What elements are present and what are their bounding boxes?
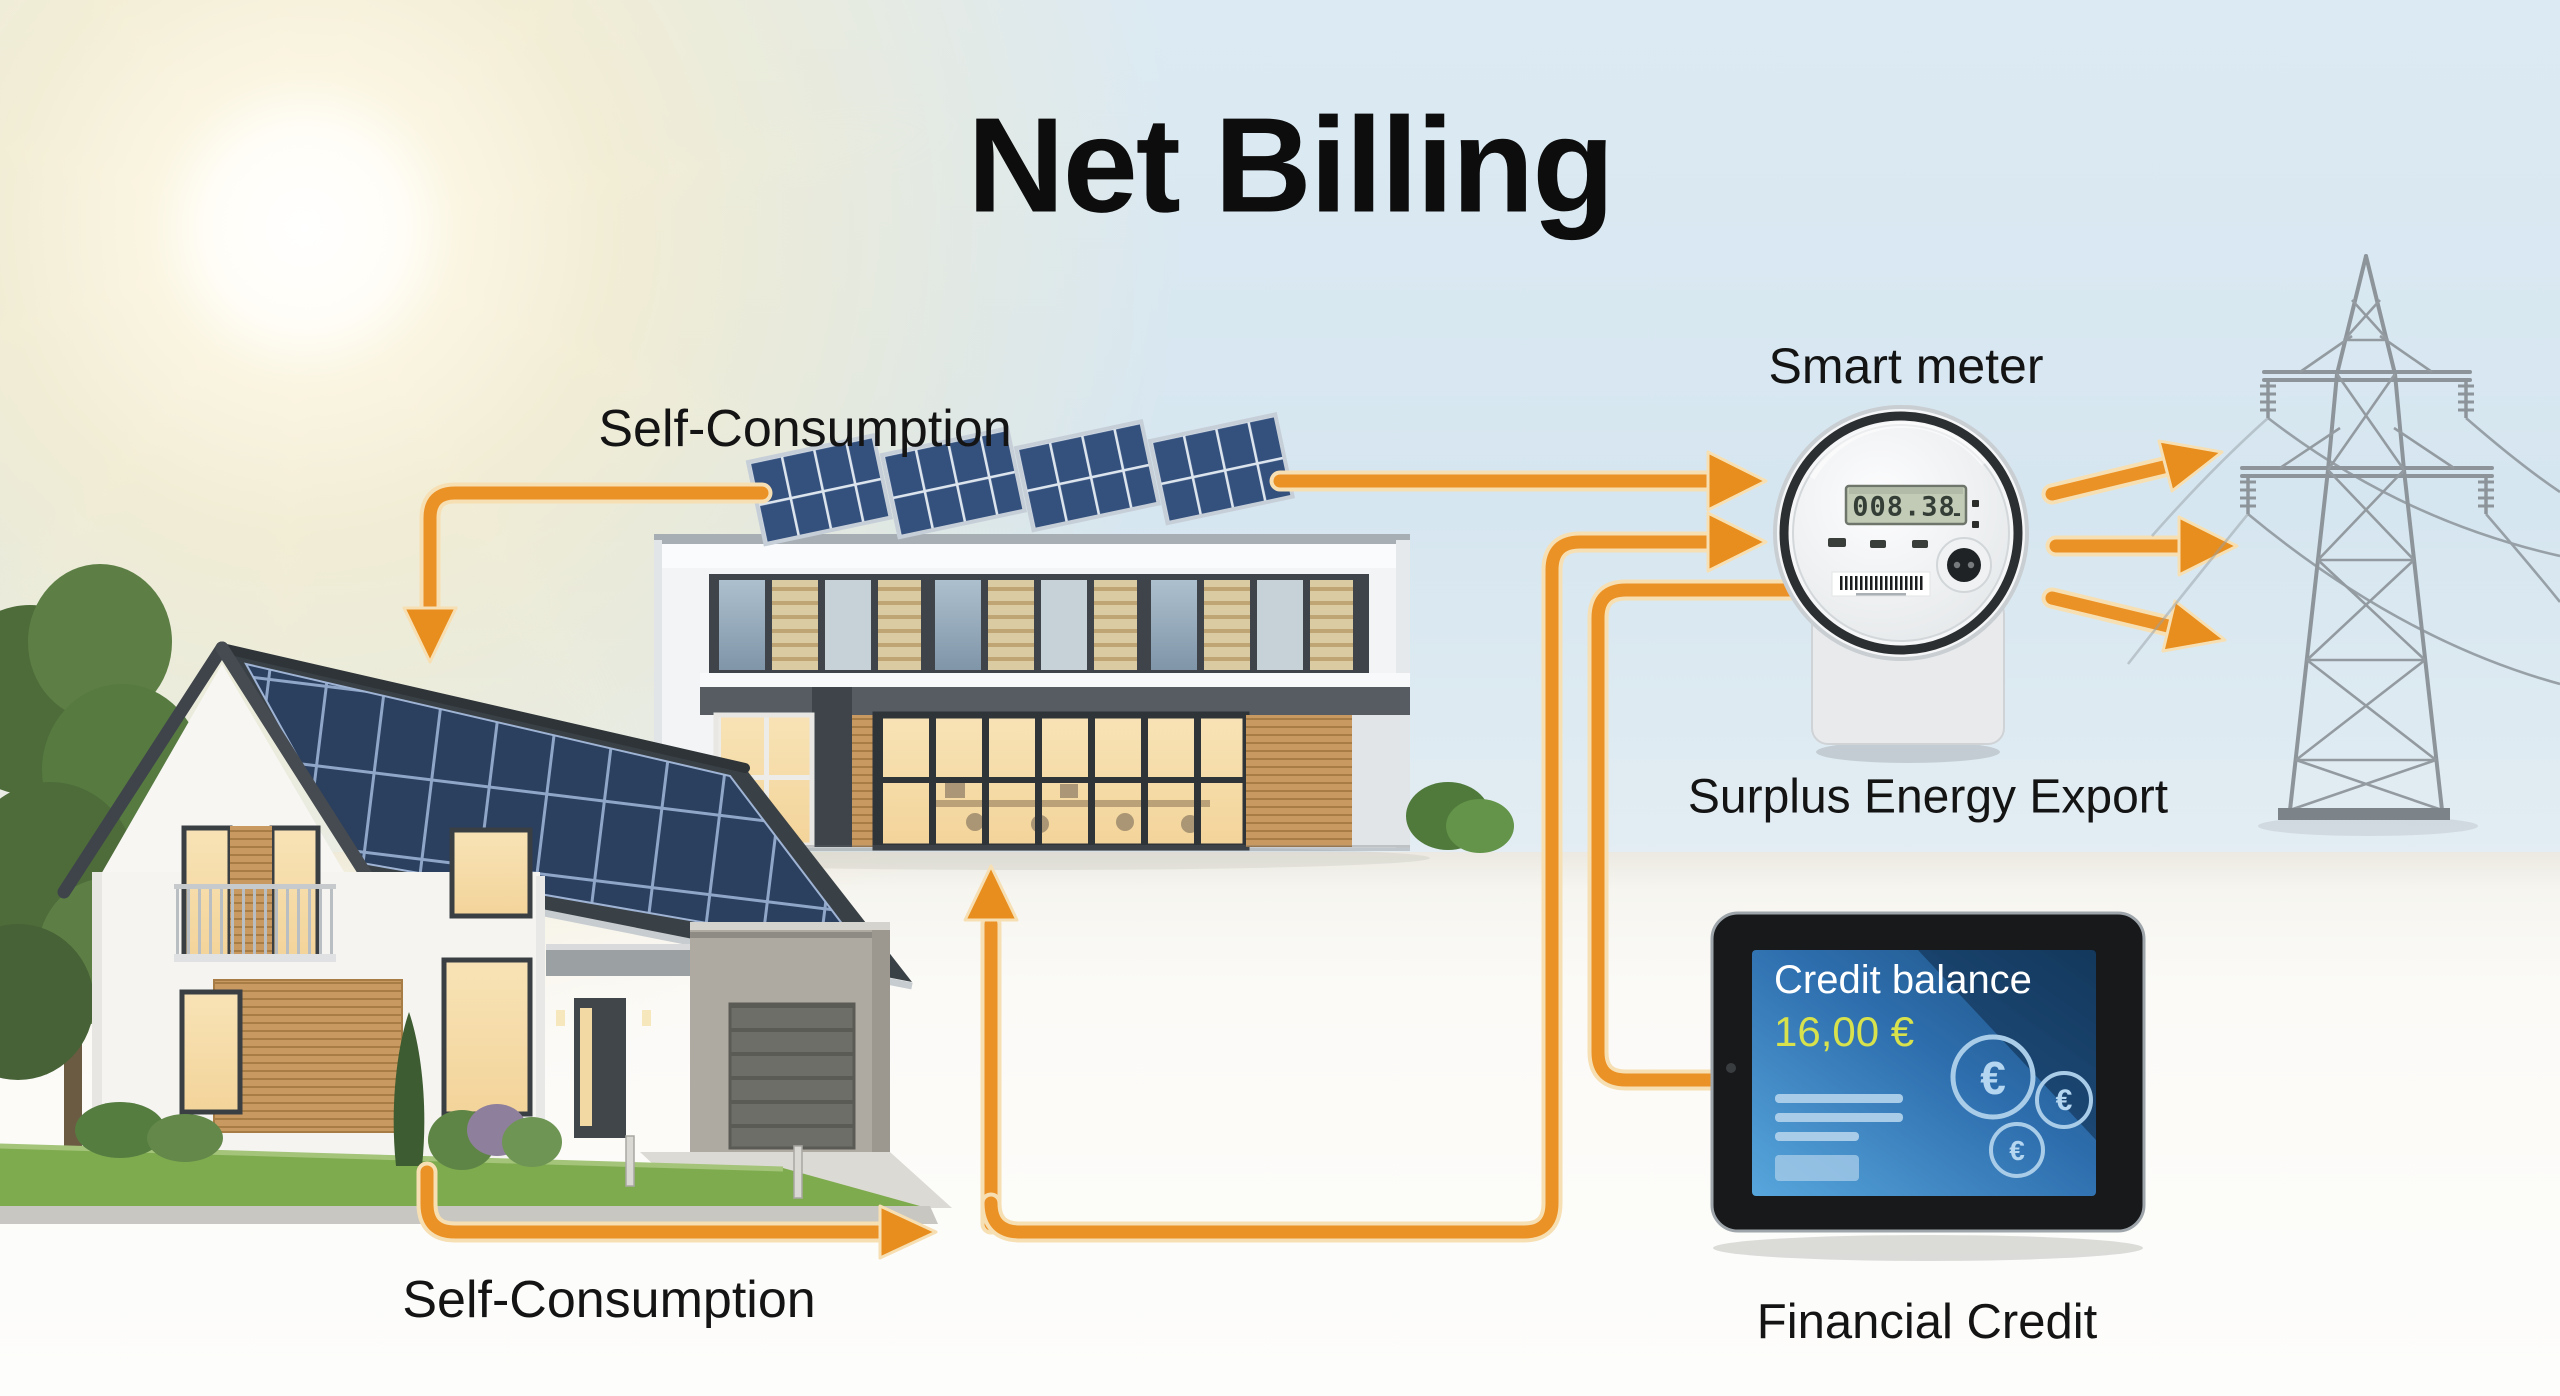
label-surplus-energy-export: Surplus Energy Export — [1687, 770, 2169, 824]
tablet-device — [1710, 911, 2146, 1261]
house-window — [179, 989, 243, 1115]
house-window — [449, 827, 533, 919]
power-tower — [2126, 254, 2560, 836]
euro-coin-icon: € — [1980, 1052, 2006, 1104]
building-upper-windows — [712, 577, 1366, 673]
insulators — [2240, 380, 2494, 514]
label-self-consumption-top: Self-Consumption — [598, 400, 1012, 458]
meter-socket — [1936, 537, 1992, 593]
conifer — [393, 1012, 425, 1166]
solar-array-icon — [1013, 419, 1162, 533]
arrow-export-bottom — [2041, 587, 2227, 653]
meter-indicators — [1828, 538, 1928, 548]
energy-flow-arrows — [402, 439, 2239, 1260]
line-meter-to-tablet — [1587, 579, 1811, 1091]
euro-coin-icon: € — [2055, 1084, 2073, 1117]
balcony-railing — [176, 886, 334, 956]
tablet-camera — [1726, 1063, 1736, 1073]
bush — [1446, 799, 1514, 853]
euro-coin-icons — [1950, 1034, 2093, 1178]
curb — [0, 1206, 938, 1224]
building-wood-facade — [1246, 715, 1352, 847]
house-balcony-windows — [174, 825, 336, 962]
label-smart-meter: Smart meter — [1768, 338, 2044, 394]
bush — [502, 1117, 562, 1167]
bollard-light — [625, 1135, 635, 1187]
meter-reading: 008.38 — [1852, 491, 1956, 523]
solar-array-icon — [879, 426, 1028, 540]
arrow-self-consumption-top — [402, 482, 773, 664]
grass — [0, 1145, 920, 1206]
house-wood-facade — [213, 979, 403, 1133]
meter-minus-indicator: - — [1953, 500, 1961, 527]
meter-lcd — [1844, 484, 1968, 526]
house-illustration — [0, 564, 952, 1224]
arrow-surplus-to-meter — [980, 511, 1768, 1243]
page-title: Net Billing — [967, 89, 1614, 241]
bollard-light — [793, 1145, 803, 1199]
euro-coin-icon: € — [2009, 1135, 2025, 1166]
house-window — [441, 957, 533, 1117]
tablet-credit-title: Credit balance — [1774, 958, 2032, 1002]
arrow-export-middle — [2045, 515, 2239, 577]
bush — [75, 1102, 165, 1158]
arrow-building-to-meter — [1269, 450, 1768, 512]
arrow-house-to-building — [963, 864, 1019, 1235]
garage — [690, 922, 890, 1152]
tablet-balance-value: 16,00 € — [1774, 1008, 1915, 1055]
arrow-house-self-consumption — [416, 1161, 938, 1260]
house-entrance — [546, 944, 696, 1190]
tablet-text-bars — [1775, 1094, 1903, 1181]
label-financial-credit: Financial Credit — [1756, 1295, 2098, 1349]
bush — [147, 1114, 223, 1162]
garage-door — [730, 1004, 854, 1148]
smart-meter-device — [1773, 405, 2029, 763]
arrow-export-top — [2041, 439, 2224, 505]
building-solar-arrays — [745, 412, 1296, 547]
downpipe — [536, 876, 545, 1148]
solar-array-icon — [1147, 412, 1296, 526]
meter-barcode — [1831, 571, 1931, 597]
label-self-consumption-bottom: Self-Consumption — [402, 1271, 816, 1329]
